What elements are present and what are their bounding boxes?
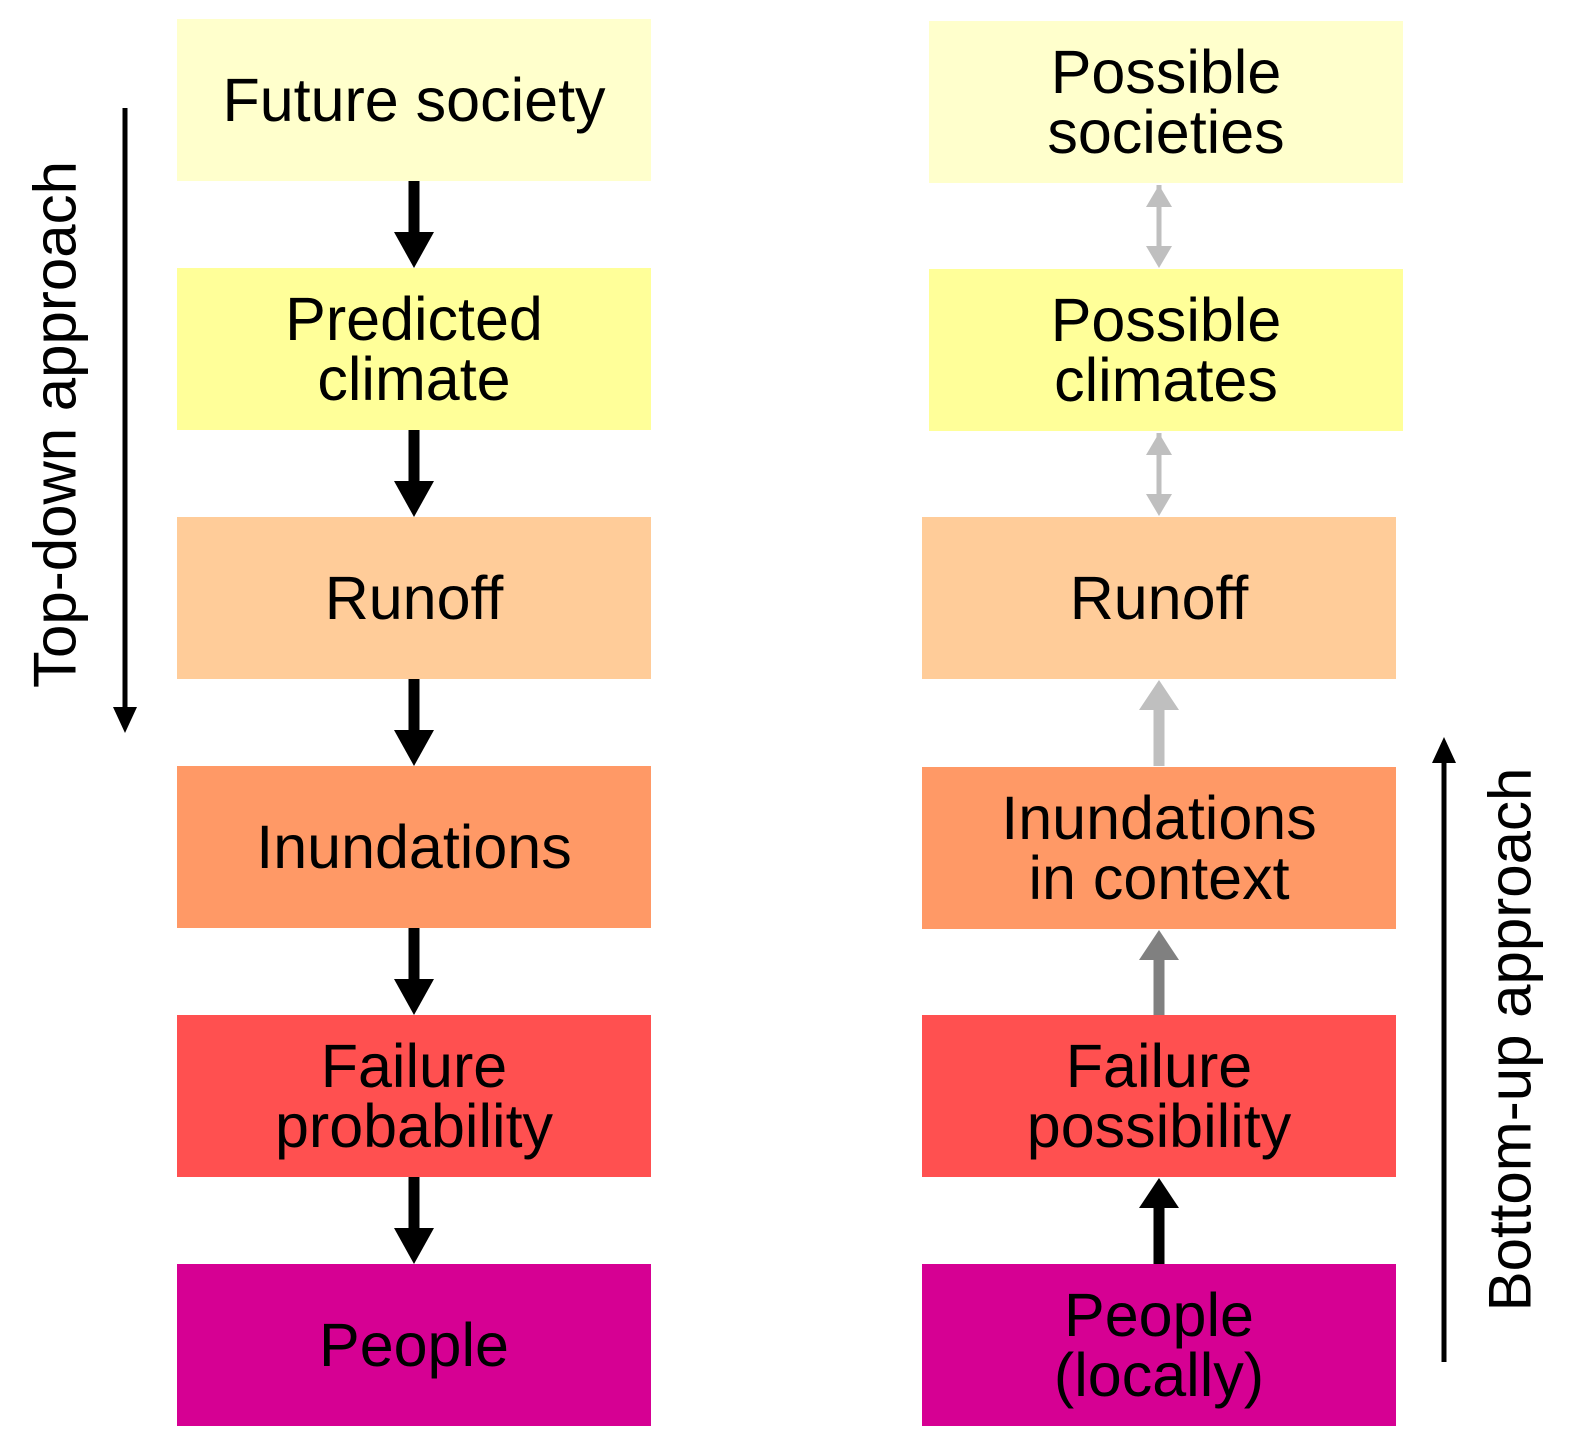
societies-climates-double-arrow-head-icon	[1146, 246, 1172, 268]
right-box-inundations-in-context: Inundations in context	[922, 767, 1396, 929]
right-box-failure-possibility: Failure possibility	[922, 1015, 1396, 1177]
societies-climates-double-arrow-tail-head-icon	[1146, 185, 1172, 207]
left-down-arrow-2-head-icon	[394, 730, 434, 766]
left-box-runoff: Runoff	[177, 517, 651, 679]
failure-inundations-arrow-head-icon	[1139, 930, 1179, 960]
left-box-inundations: Inundations	[177, 766, 651, 928]
climates-runoff-double-arrow-head-icon	[1146, 494, 1172, 516]
inundations-runoff-arrow-head-icon	[1139, 680, 1179, 710]
left-down-arrow-3-head-icon	[394, 979, 434, 1015]
right-box-people-locally: People (locally)	[922, 1264, 1396, 1426]
left-down-arrow-0-head-icon	[394, 232, 434, 268]
people-failure-arrow-head-icon	[1139, 1178, 1179, 1208]
right-box-runoff: Runoff	[922, 517, 1396, 679]
left-box-people: People	[177, 1264, 651, 1426]
right-box-possible-societies: Possible societies	[929, 21, 1403, 183]
top-down-label: Top-down approach	[21, 160, 89, 689]
top-down-arrow-head-icon	[113, 707, 137, 733]
bottom-up-label: Bottom-up approach	[1476, 767, 1544, 1312]
right-box-possible-climates: Possible climates	[929, 269, 1403, 431]
left-box-failure-probability: Failure probability	[177, 1015, 651, 1177]
climates-runoff-double-arrow-tail-head-icon	[1146, 433, 1172, 455]
left-down-arrow-4-head-icon	[394, 1228, 434, 1264]
left-box-future-society: Future society	[177, 19, 651, 181]
left-box-predicted-climate: Predicted climate	[177, 268, 651, 430]
left-down-arrow-1-head-icon	[394, 481, 434, 517]
bottom-up-arrow-head-icon	[1432, 737, 1456, 763]
